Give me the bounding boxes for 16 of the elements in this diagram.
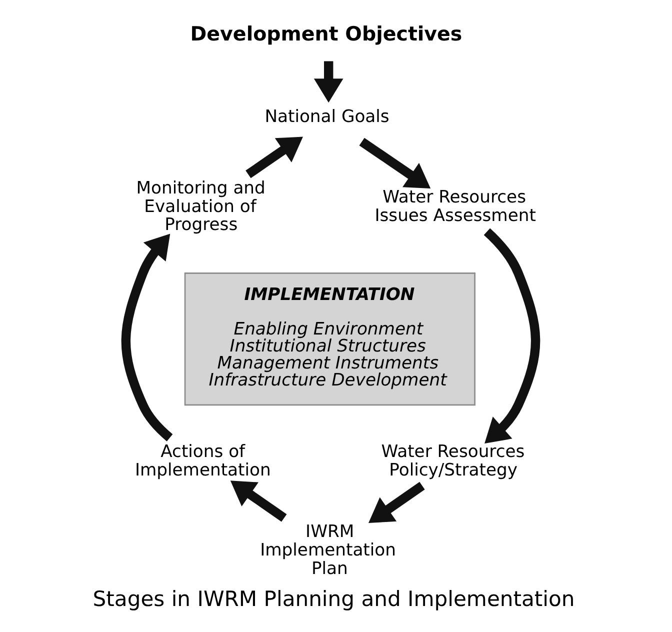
arrow: [120, 234, 172, 442]
node-text: Development Objectives: [190, 22, 462, 46]
arrow: [358, 138, 430, 188]
arrow: [230, 480, 286, 522]
caption: Stages in IWRM Planning and Implementation: [92, 586, 574, 612]
arrow: [313, 61, 343, 103]
node-text: National Goals: [264, 107, 389, 128]
arrow: [245, 136, 302, 178]
arrow: [483, 228, 540, 444]
node-text: Water Resources Issues Assessment: [374, 188, 536, 226]
arrow: [368, 482, 424, 523]
node-box: IMPLEMENTATION Enabling Environment Institutional Structures Management Instruments Infrastructure Development: [184, 272, 475, 406]
node-text: Water Resources Policy/Strategy: [380, 442, 524, 480]
node-text: IWRM Implementation Plan: [260, 522, 396, 580]
node-text: Actions of Implementation: [134, 442, 270, 480]
node-text: Monitoring and Evaluation of Progress: [136, 178, 265, 236]
